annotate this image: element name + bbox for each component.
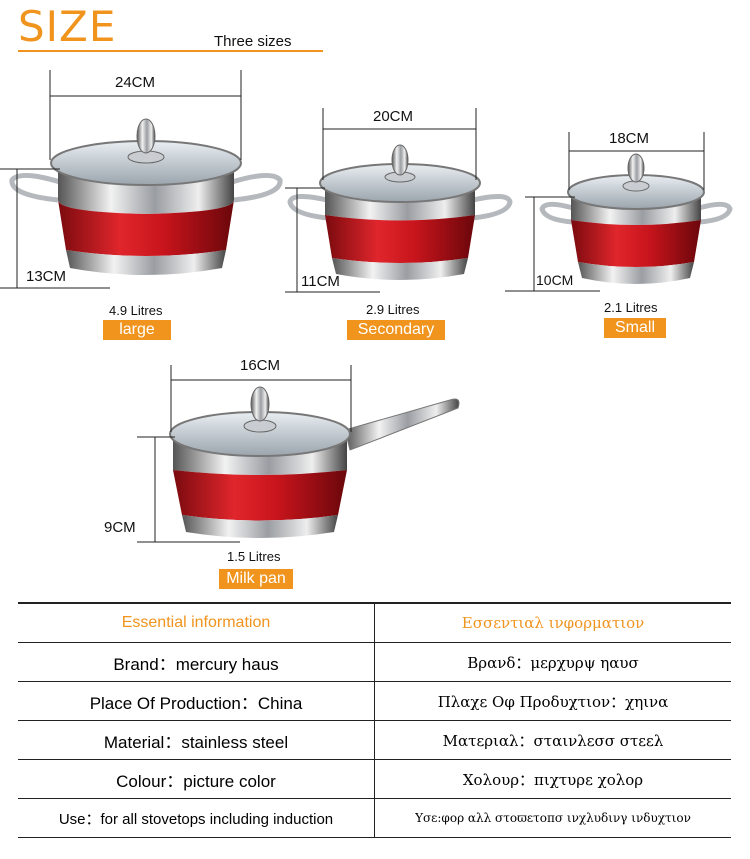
- table-row: Brand：mercury haus Βρανδ：μερχυρψ ηαυσ: [18, 642, 731, 682]
- info-brand-translit: Βρανδ：μερχυρψ ηαυσ: [374, 642, 731, 682]
- info-header-right: Εσσεντιαλ ινφορματιον: [374, 602, 731, 643]
- pot-secondary-volume: 2.9 Litres: [366, 302, 420, 317]
- table-row: Material：stainless steel Ματεριαλ：σταινλ…: [18, 720, 731, 760]
- table-row: Colour：picture color Χολουρ：πιχτυρε χολο…: [18, 759, 731, 799]
- page-subtitle: Three sizes: [214, 33, 292, 50]
- pot-secondary-height: 11CM: [301, 273, 340, 290]
- info-material: Material：stainless steel: [18, 720, 375, 760]
- info-header-left: Essential information: [18, 602, 375, 643]
- title-underline: [18, 50, 323, 52]
- pot-milk-pan-label: Milk pan: [219, 569, 293, 589]
- pot-large-width: 24CM: [115, 74, 156, 91]
- table-row: Place Of Production：China Πλαχε Οφ Προδυ…: [18, 681, 731, 721]
- info-use-translit: Υσε:φορ αλλ στοϖετοπσ ινχλυδινγ ινδυχτιο…: [374, 798, 731, 838]
- info-colour: Colour：picture color: [18, 759, 375, 799]
- info-place: Place Of Production：China: [18, 681, 375, 721]
- pot-milk-pan-volume: 1.5 Litres: [227, 549, 281, 564]
- table-row: Use：for all stovetops including inductio…: [18, 798, 731, 838]
- pot-secondary-width: 20CM: [373, 108, 414, 125]
- info-colour-translit: Χολουρ：πιχτυρε χολορ: [374, 759, 731, 799]
- info-table: Essential information Εσσεντιαλ ινφορματ…: [18, 602, 731, 838]
- pot-large-label: large: [103, 320, 171, 340]
- info-use: Use：for all stovetops including inductio…: [18, 798, 375, 838]
- pot-small: [539, 153, 733, 284]
- dimension-lines: [0, 70, 705, 543]
- pot-secondary: [287, 144, 513, 280]
- pot-large-volume: 4.9 Litres: [109, 303, 163, 318]
- page-title: SIZE: [18, 2, 117, 51]
- pot-milk-pan-width: 16CM: [240, 357, 281, 374]
- info-place-translit: Πλαχε Οφ Προδυχτιον：χηινα: [374, 681, 731, 721]
- pot-milk-pan-height: 9CM: [104, 519, 136, 536]
- pot-small-label: Small: [604, 318, 666, 338]
- info-table-header: Essential information Εσσεντιαλ ινφορματ…: [18, 602, 731, 643]
- pot-large-height: 13CM: [26, 268, 67, 285]
- info-brand: Brand：mercury haus: [18, 642, 375, 682]
- pot-small-volume: 2.1 Litres: [604, 300, 658, 315]
- info-material-translit: Ματεριαλ：σταινλεσσ στεελ: [374, 720, 731, 760]
- pot-small-height: 10CM: [536, 272, 574, 288]
- pot-small-width: 18CM: [609, 130, 650, 147]
- pot-milk-pan: [169, 386, 460, 538]
- pot-secondary-label: Secondary: [347, 320, 445, 340]
- pot-illustrations: [0, 70, 733, 543]
- pot-large: [9, 118, 283, 275]
